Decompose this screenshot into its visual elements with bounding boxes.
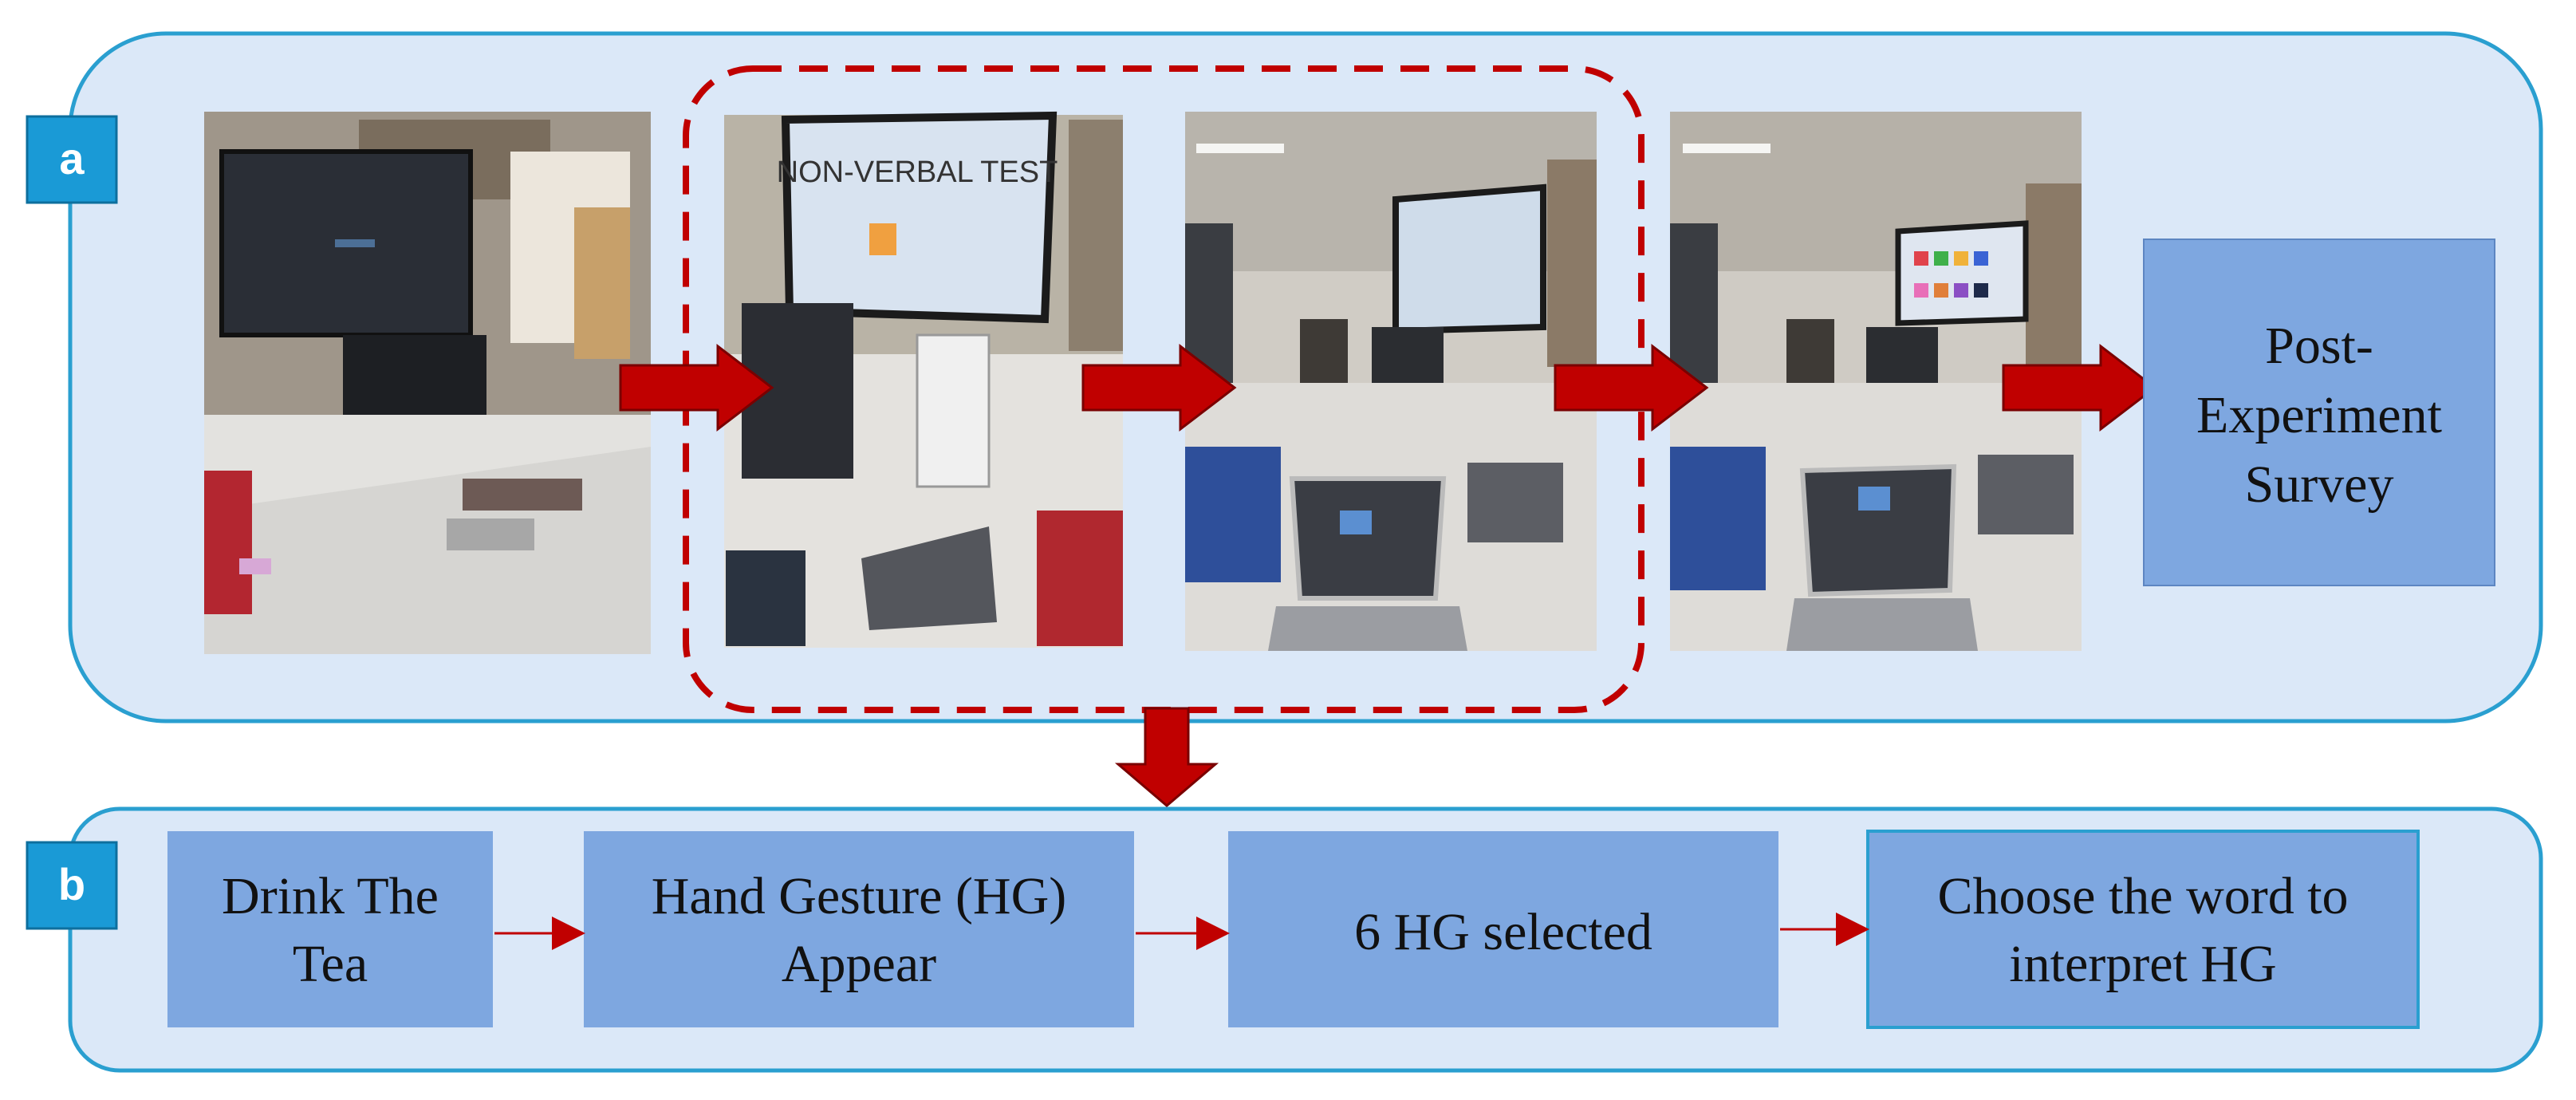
survey-line-3: Survey (2245, 455, 2394, 514)
svg-text:b: b (58, 859, 85, 909)
photo-color-selection-screen (1670, 112, 2082, 651)
down-arrow (1114, 707, 1219, 807)
arrow-a-4 (2002, 343, 2157, 432)
screen-title: NON-VERBAL TEST (777, 156, 1058, 189)
step-2-line-2: Appear (782, 935, 936, 993)
arrow-a-2 (1081, 343, 1237, 432)
panel-b-label: b (26, 841, 118, 930)
step-4-line-2: interpret HG (2009, 935, 2276, 993)
arrow-a-3 (1554, 343, 1709, 432)
step-box-hand-gesture-appear: Hand Gesture (HG) Appear (584, 831, 1134, 1027)
photo-office-setup (204, 112, 651, 654)
photo-hand-gesture-screen (1185, 112, 1597, 651)
step-box-drink-tea: Drink The Tea (167, 831, 493, 1027)
photo-nonverbal-test: NON-VERBAL TEST (724, 111, 1123, 648)
step-1-line-1: Drink The (222, 867, 439, 925)
step-3-line-1: 6 HG selected (1354, 903, 1652, 961)
survey-line-1: Post- (2265, 317, 2373, 375)
svg-text:a: a (59, 133, 85, 183)
step-box-6-hg-selected: 6 HG selected (1228, 831, 1778, 1027)
step-4-line-1: Choose the word to (1937, 867, 2348, 925)
panel-a-label: a (26, 115, 118, 204)
step-1-line-2: Tea (293, 935, 368, 993)
post-experiment-survey-box: Post- Experiment Survey (2143, 239, 2495, 586)
survey-line-2: Experiment (2196, 386, 2442, 444)
step-box-choose-word: Choose the word to interpret HG (1866, 830, 2420, 1029)
arrow-a-1 (619, 343, 774, 432)
step-2-line-1: Hand Gesture (HG) (652, 867, 1067, 925)
